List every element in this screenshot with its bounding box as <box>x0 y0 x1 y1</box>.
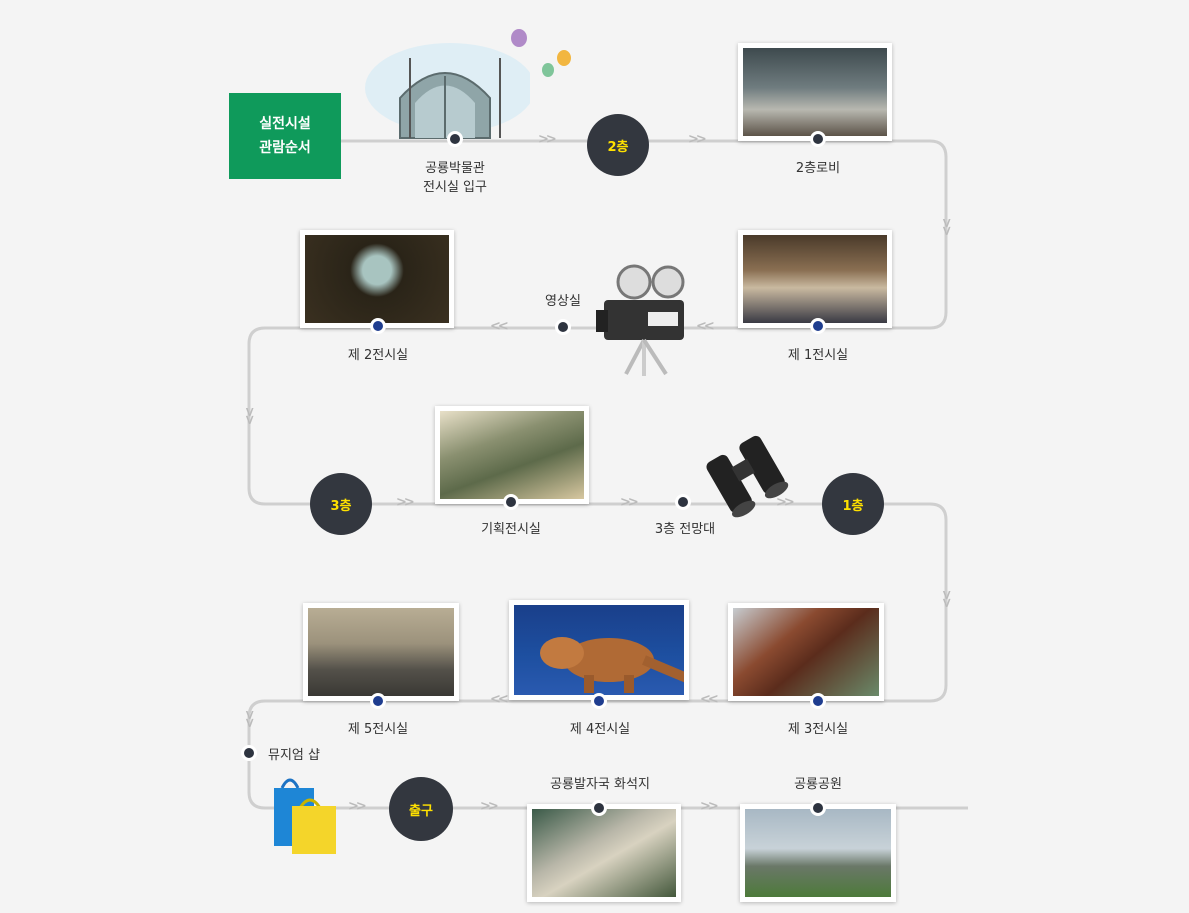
stop-hall3-marker <box>810 693 826 709</box>
hall5-photo <box>303 603 459 701</box>
special-exhibit-photo <box>435 406 589 504</box>
stop-observatory-label: 3층 전망대 <box>654 522 716 537</box>
stop-lobby2-marker <box>810 131 826 147</box>
stop-special-marker <box>503 494 519 510</box>
fossil-site-photo <box>527 804 681 902</box>
arrow-right-icon: >> <box>776 495 795 510</box>
stop-entrance-marker <box>447 131 463 147</box>
arrow-right-icon: >> <box>396 495 415 510</box>
floor-3-badge: 3층 <box>310 473 372 535</box>
stop-hall1-marker <box>810 318 826 334</box>
exit-badge: 출구 <box>389 777 453 841</box>
stop-hall5-label: 제 5전시실 <box>347 722 409 737</box>
arrow-right-icon: >> <box>620 495 639 510</box>
stop-video-marker <box>555 319 571 335</box>
entrance-label-line2: 전시실 입구 <box>423 180 487 195</box>
stop-fossil-marker <box>591 800 607 816</box>
stop-hall5-marker <box>370 693 386 709</box>
hall4-photo <box>509 600 689 700</box>
stop-fossil-label: 공룡발자국 화석지 <box>550 777 650 792</box>
stop-entrance-label: 공룡박물관 전시실 입구 <box>395 159 515 197</box>
binoculars-icon <box>700 425 792 520</box>
arrow-left-icon: << <box>490 692 509 707</box>
stop-observatory-marker <box>675 494 691 510</box>
arrow-down-icon: >> <box>938 589 954 606</box>
entrance-label-line1: 공룡박물관 <box>425 161 485 176</box>
arrow-left-icon: << <box>696 319 715 334</box>
tour-order-title: 실전시설 관람순서 <box>229 93 341 179</box>
shopping-bag-icon <box>270 772 340 856</box>
stop-hall2-marker <box>370 318 386 334</box>
hall1-photo <box>738 230 892 328</box>
stop-hall2-label: 제 2전시실 <box>347 348 409 363</box>
stop-special-label: 기획전시실 <box>481 522 541 537</box>
stop-hall4-marker <box>591 693 607 709</box>
title-line2: 관람순서 <box>259 140 311 156</box>
arrow-right-icon: >> <box>480 799 499 814</box>
arrow-left-icon: << <box>700 692 719 707</box>
arrow-left-icon: << <box>490 319 509 334</box>
lobby2-photo <box>738 43 892 141</box>
stop-hall4-label: 제 4전시실 <box>569 722 631 737</box>
stop-lobby2-label: 2층로비 <box>795 161 841 176</box>
stop-hall1-label: 제 1전시실 <box>787 348 849 363</box>
film-projector-icon <box>596 262 692 380</box>
stop-park-label: 공룡공원 <box>794 777 842 792</box>
arrow-right-icon: >> <box>538 132 557 147</box>
hall2-photo <box>300 230 454 328</box>
title-line1: 실전시설 <box>259 116 311 132</box>
arrow-right-icon: >> <box>348 799 367 814</box>
dinosaur-park-photo <box>740 804 896 902</box>
stop-shop-marker <box>241 745 257 761</box>
museum-building-icon <box>360 28 535 140</box>
stop-park-marker <box>810 800 826 816</box>
arrow-right-icon: >> <box>700 799 719 814</box>
floor-1-badge: 1층 <box>822 473 884 535</box>
arrow-down-icon: >> <box>241 709 257 726</box>
stop-video-label: 영상실 <box>545 294 581 309</box>
floor-2-badge: 2층 <box>587 114 649 176</box>
stop-hall3-label: 제 3전시실 <box>787 722 849 737</box>
arrow-down-icon: >> <box>241 406 257 423</box>
arrow-down-icon: >> <box>938 217 954 234</box>
stop-shop-label: 뮤지엄 샵 <box>268 748 320 763</box>
arrow-right-icon: >> <box>688 132 707 147</box>
balloon-icon <box>508 28 574 80</box>
hall3-photo <box>728 603 884 701</box>
